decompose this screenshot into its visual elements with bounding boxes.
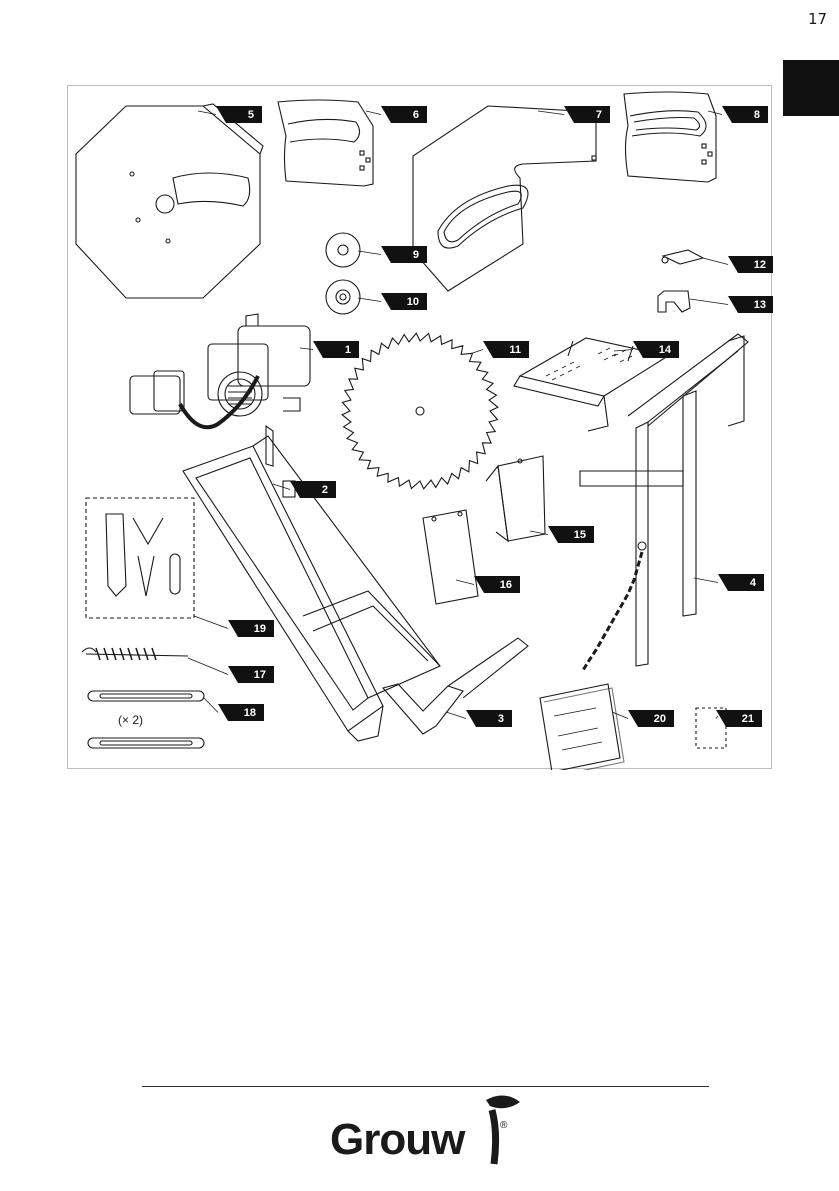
leader-line-3 <box>446 712 466 719</box>
part-tag-4 <box>718 574 764 591</box>
leader-line-4 <box>694 578 718 583</box>
part-1-drawing <box>130 314 310 427</box>
part-tag-6 <box>381 106 427 123</box>
leader-line-14 <box>614 350 633 352</box>
leader-line-12 <box>703 258 728 265</box>
leader-line-5 <box>198 111 216 115</box>
leader-line-19 <box>194 616 228 629</box>
part-number-5: 5 <box>248 109 254 121</box>
grouw-logo: Grouw ® <box>328 1092 528 1172</box>
part-number-9: 9 <box>413 249 419 261</box>
part-tag-5 <box>216 106 262 123</box>
part-number-17: 17 <box>254 669 266 681</box>
part-number-2: 2 <box>322 484 328 496</box>
part-tag-2 <box>290 481 336 498</box>
part-16-drawing <box>423 510 478 604</box>
leader-line-13 <box>690 299 728 305</box>
part-tag-19 <box>228 620 274 637</box>
part-tag-13 <box>728 296 773 313</box>
leader-line-18 <box>204 698 218 713</box>
leader-line-10 <box>358 298 381 302</box>
part-tag-15 <box>548 526 594 543</box>
part-number-15: 15 <box>574 529 586 541</box>
part-number-14: 14 <box>659 344 672 356</box>
part-number-7: 7 <box>596 109 602 121</box>
part-number-19: 19 <box>254 623 266 635</box>
part-20-drawing <box>540 684 624 770</box>
part-number-3: 3 <box>498 713 504 725</box>
part-12-drawing <box>662 250 703 264</box>
leader-line-11 <box>470 350 483 355</box>
part-tag-14 <box>633 341 679 358</box>
part-tag-12 <box>728 256 773 273</box>
part-17-drawing <box>82 648 188 660</box>
part-2-drawing <box>183 426 440 741</box>
part-number-4: 4 <box>750 577 757 589</box>
part-number-10: 10 <box>407 296 419 308</box>
part-tag-10 <box>381 293 427 310</box>
part-number-11: 11 <box>509 344 521 356</box>
part-tag-18 <box>218 704 264 721</box>
part-number-8: 8 <box>754 109 760 121</box>
part-number-16: 16 <box>500 579 512 591</box>
leader-line-16 <box>456 580 474 585</box>
part-9-drawing <box>326 233 360 267</box>
part-number-21: 21 <box>742 713 754 725</box>
leader-line-7 <box>538 111 564 115</box>
brand-wordmark: Grouw <box>330 1115 466 1164</box>
leader-line-6 <box>366 111 381 115</box>
part-tag-16 <box>474 576 520 593</box>
part-7-drawing <box>413 106 596 291</box>
part-18-drawing <box>88 691 204 748</box>
part-4-drawing <box>580 334 748 672</box>
page-number: 17 <box>808 10 827 28</box>
part-tag-8 <box>722 106 768 123</box>
part-number-20: 20 <box>654 713 666 725</box>
footer-rule <box>142 1086 709 1087</box>
part-8-drawing <box>624 92 716 182</box>
part-tag-21 <box>716 710 762 727</box>
part-number-6: 6 <box>413 109 419 121</box>
quantity-note: (× 2) <box>118 713 143 727</box>
part-15-drawing <box>486 456 545 541</box>
part-tag-20 <box>628 710 674 727</box>
leader-line-1 <box>300 348 313 350</box>
part-tag-17 <box>228 666 274 683</box>
part-13-drawing <box>658 291 690 312</box>
part-number-12: 12 <box>754 259 766 271</box>
part-tag-1 <box>313 341 359 358</box>
part-10-drawing <box>326 280 360 314</box>
part-tag-3 <box>466 710 512 727</box>
part-19-drawing <box>86 498 194 618</box>
leader-line-2 <box>273 484 290 490</box>
part-tag-7 <box>564 106 610 123</box>
part-number-1: 1 <box>345 344 351 356</box>
registered-mark: ® <box>500 1120 508 1131</box>
part-11-drawing <box>342 333 498 489</box>
leader-line-21 <box>716 716 718 719</box>
part-tag-9 <box>381 246 427 263</box>
leader-line-17 <box>188 658 228 675</box>
part-5-drawing <box>76 104 263 298</box>
part-number-18: 18 <box>244 707 256 719</box>
part-6-drawing <box>278 100 373 186</box>
leader-line-9 <box>358 251 381 255</box>
part-number-13: 13 <box>754 299 766 311</box>
part-tag-11 <box>483 341 529 358</box>
language-tab <box>783 60 839 116</box>
leader-line-20 <box>612 712 628 719</box>
